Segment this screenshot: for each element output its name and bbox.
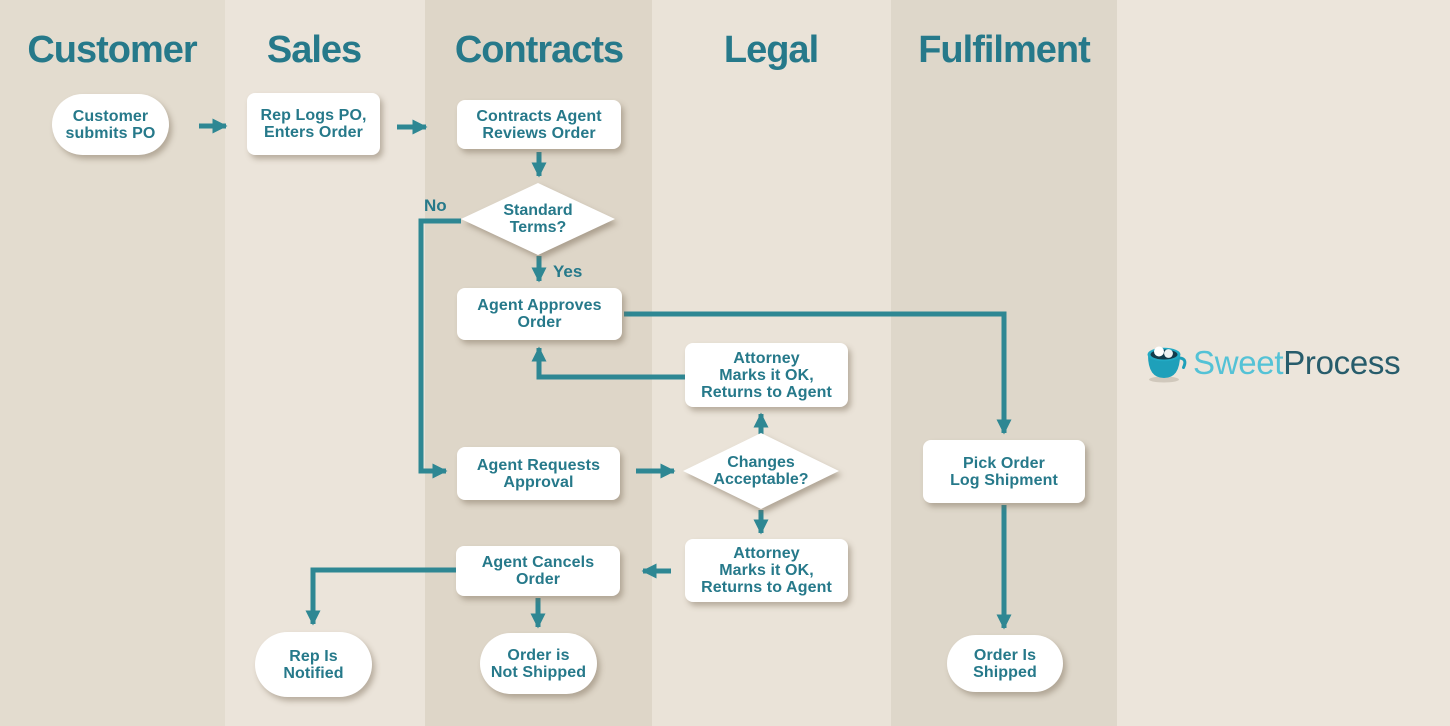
node-customer-submits-po: Customer submits PO: [52, 94, 169, 155]
node-label-line: Order: [515, 571, 561, 588]
edge-no-to-requests-approval: [418, 218, 461, 479]
decision-standard-terms-shape: Standard Terms?: [461, 183, 615, 255]
node-label-line: Enters Order: [263, 124, 363, 141]
logo-wordmark: SweetProcess: [1193, 343, 1401, 381]
edge-attorney-ok-to-approves: [531, 346, 685, 380]
node-label-line: Order: [517, 314, 562, 331]
teacup-icon: [1147, 346, 1187, 383]
node-label-line: Customer: [72, 107, 149, 125]
node-label-line: Shipped: [973, 663, 1037, 681]
node-agent-cancels-order: Agent Cancels Order: [456, 546, 620, 596]
node-label-line: Notified: [283, 664, 344, 682]
node-label-line: Attorney: [733, 545, 800, 562]
lane-header-contracts: Contracts: [454, 29, 624, 71]
node-label-line: Contracts Agent: [476, 107, 602, 125]
node-attorney-marks-ok-top: Attorney Marks it OK, Returns to Agent: [685, 343, 848, 407]
node-order-is-not-shipped: Order is Not Shipped: [480, 633, 597, 694]
node-label-line: Marks it OK,: [719, 562, 814, 579]
node-label-line: Approval: [503, 473, 574, 491]
node-label-line: Order Is: [973, 646, 1037, 664]
edge-cancels-to-rep-notified: [305, 567, 456, 626]
node-contracts-agent-reviews-order: Contracts Agent Reviews Order: [457, 100, 621, 149]
node-label-line: Terms?: [509, 219, 567, 236]
node-label-line: Standard: [503, 202, 573, 219]
node-agent-requests-approval: Agent Requests Approval: [457, 447, 620, 500]
node-rep-logs-po: Rep Logs PO, Enters Order: [247, 93, 380, 155]
decision-changes-acceptable-shape: Changes Acceptable?: [683, 433, 839, 509]
node-label-line: Returns to Agent: [701, 579, 832, 596]
decision-standard-terms: Standard Terms?: [461, 183, 615, 255]
node-label-line: Attorney: [733, 349, 800, 367]
node-attorney-marks-ok-bottom: Attorney Marks it OK, Returns to Agent: [685, 539, 848, 602]
node-label-line: Pick Order: [963, 454, 1045, 472]
node-label-line: Rep Is: [289, 647, 338, 665]
node-agent-approves-order: Agent Approves Order: [457, 288, 622, 340]
node-label-line: Agent Cancels: [481, 554, 595, 571]
lane-header-customer: Customer: [27, 29, 197, 71]
edge-label-yes: Yes: [553, 262, 583, 281]
node-label-line: Order is: [507, 646, 570, 664]
edge-label-no: No: [424, 196, 447, 215]
node-label-line: Changes: [727, 454, 795, 471]
logo-word-sweet: Sweet: [1193, 343, 1284, 381]
sweetprocess-logo: SweetProcess: [1144, 341, 1401, 383]
node-label-line: Log Shipment: [950, 471, 1058, 489]
node-order-is-shipped: Order Is Shipped: [947, 635, 1063, 692]
node-label-line: Acceptable?: [713, 471, 809, 488]
edge-approves-to-pick-order: [624, 311, 1012, 435]
node-rep-is-notified: Rep Is Notified: [255, 632, 372, 697]
node-label-line: Agent Requests: [476, 456, 601, 474]
lane-header-legal: Legal: [723, 29, 819, 71]
node-label-line: Agent Approves: [477, 297, 602, 314]
node-label-line: Rep Logs PO,: [260, 107, 367, 124]
node-label-line: Not Shipped: [490, 663, 587, 681]
lane-header-fulfilment: Fulfilment: [918, 29, 1091, 71]
decision-changes-acceptable: Changes Acceptable?: [683, 433, 839, 509]
node-pick-order-log-shipment: Pick Order Log Shipment: [923, 440, 1085, 503]
lane-header-sales: Sales: [266, 29, 362, 71]
node-label-line: Marks it OK,: [719, 366, 814, 384]
node-label-line: submits PO: [65, 124, 156, 142]
node-label-line: Returns to Agent: [701, 383, 832, 401]
node-label-line: Reviews Order: [482, 124, 596, 142]
logo-word-process: Process: [1283, 343, 1401, 381]
